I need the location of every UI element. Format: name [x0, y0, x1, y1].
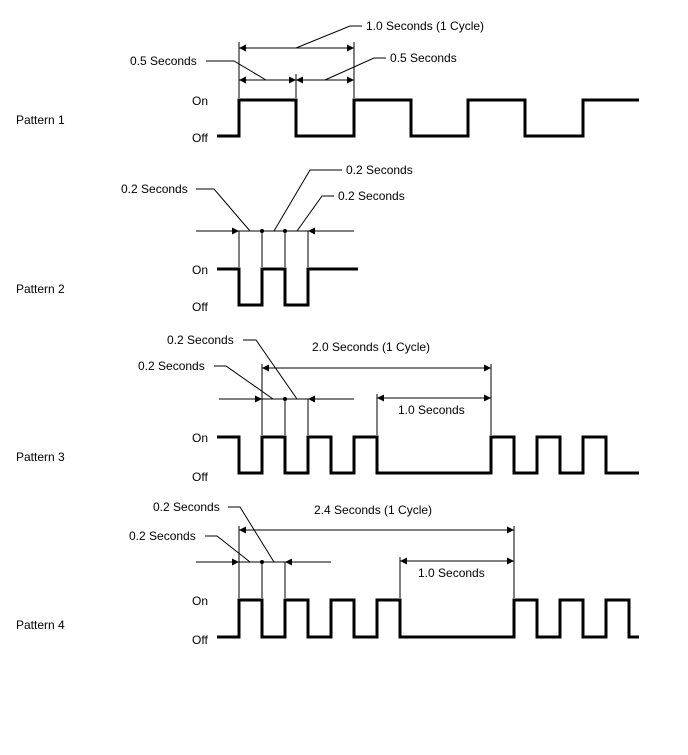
pattern-1-leader	[295, 25, 362, 49]
pattern-1-off-label: Off	[192, 131, 208, 145]
pattern-1-leader	[324, 57, 386, 81]
pattern-4-annotation-1: 0.2 Seconds	[129, 529, 196, 543]
pattern-3-waveform	[217, 435, 639, 475]
pattern-3-label: Pattern 3	[16, 450, 65, 464]
pattern-3-tick-dot	[283, 397, 287, 401]
pattern-2-annotation-1: 0.2 Seconds	[121, 182, 188, 196]
pattern-2-waveform	[217, 267, 358, 307]
pattern-2-annotation-3: 0.2 Seconds	[338, 189, 405, 203]
pattern-1-leader	[206, 60, 267, 81]
pattern-1-off-annotation: 0.5 Seconds	[390, 51, 457, 65]
pattern-4-annotation-2: 0.2 Seconds	[153, 500, 220, 514]
pattern-1-waveform	[217, 98, 639, 138]
pattern-3-leader	[243, 339, 298, 400]
pattern-2-leader	[273, 169, 342, 232]
pattern-1: Pattern 1 On Off 1.0 Seconds (1 Cycle) 0…	[16, 19, 639, 145]
pattern-2-leader	[296, 195, 334, 232]
pattern-3-annotation-1: 0.2 Seconds	[138, 359, 205, 373]
pattern-2-tick-dot	[283, 229, 287, 233]
pattern-4-off-annotation: 1.0 Seconds	[418, 566, 485, 580]
pattern-2-off-label: Off	[192, 300, 208, 314]
pattern-4-label: Pattern 4	[16, 618, 65, 632]
pattern-4-cycle-annotation: 2.4 Seconds (1 Cycle)	[314, 503, 432, 517]
pattern-3-on-label: On	[192, 431, 208, 445]
pattern-4-tick-dot	[260, 560, 264, 564]
pattern-2-annotation-2: 0.2 Seconds	[346, 163, 413, 177]
pattern-1-on-annotation: 0.5 Seconds	[130, 54, 197, 68]
pattern-1-cycle-annotation: 1.0 Seconds (1 Cycle)	[366, 19, 484, 33]
pattern-4-on-label: On	[192, 594, 208, 608]
pattern-4-off-label: Off	[192, 633, 208, 647]
pattern-1-label: Pattern 1	[16, 113, 65, 127]
pattern-1-on-label: On	[192, 94, 208, 108]
pattern-2-leader	[196, 188, 251, 232]
pattern-2-label: Pattern 2	[16, 282, 65, 296]
pattern-3-off-annotation: 1.0 Seconds	[398, 403, 465, 417]
pattern-4-waveform	[217, 598, 639, 639]
pattern-4-leader	[228, 506, 275, 563]
pattern-3-cycle-annotation: 2.0 Seconds (1 Cycle)	[312, 340, 430, 354]
pattern-2-tick-dot	[260, 229, 264, 233]
pattern-2: Pattern 2 On Off 0.2 Seconds 0.2 Seconds…	[16, 163, 413, 314]
pattern-2-on-label: On	[192, 263, 208, 277]
pattern-3-annotation-2: 0.2 Seconds	[167, 333, 234, 347]
pattern-4: Pattern 4 On Off 2.4 Seconds (1 Cycle) 1…	[16, 500, 639, 647]
pattern-3: Pattern 3 On Off 2.0 Seconds (1 Cycle) 1…	[16, 333, 639, 484]
pattern-3-leader	[214, 365, 274, 400]
pattern-4-leader	[205, 535, 251, 563]
pattern-3-off-label: Off	[192, 470, 208, 484]
